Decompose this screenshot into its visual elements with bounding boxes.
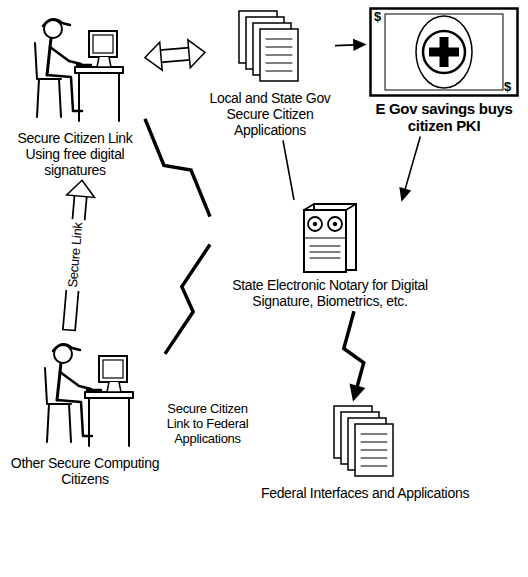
bill-border [371, 9, 518, 96]
leg [57, 400, 92, 436]
server-icon [300, 202, 360, 274]
hollow-arrow [62, 180, 95, 330]
leg [47, 75, 82, 111]
hollow-arrow [145, 40, 205, 70]
screen [103, 360, 123, 378]
arrow-line [400, 137, 420, 201]
lightning-link [344, 311, 364, 400]
document-page [260, 29, 298, 81]
arrowhead [400, 188, 410, 200]
arrow-shaft-outline [160, 54, 190, 57]
document-page [355, 424, 393, 476]
docs-icon [330, 402, 400, 482]
desk [85, 392, 133, 398]
document-line [361, 434, 387, 435]
monitor [89, 31, 117, 57]
desk-legs [79, 73, 119, 121]
torso [47, 38, 51, 75]
desk [75, 67, 123, 73]
monitor-stand [107, 382, 121, 392]
citizen-icon [35, 332, 135, 452]
savings-bill: $$E Gov savings buys citizen PKI [365, 5, 523, 137]
citizen-drawing [35, 332, 135, 452]
document-line [361, 466, 387, 467]
arrow-line [335, 40, 365, 50]
document-line [361, 458, 387, 459]
cap [53, 344, 80, 351]
lightning-link [145, 119, 210, 217]
plus-bar [430, 49, 458, 56]
federal-application-stack: Federal Interfaces and Applications [250, 400, 480, 503]
lightning-bolt [165, 244, 210, 353]
document-line [266, 47, 292, 48]
node-label: Local and State Gov Secure Citizen Appli… [207, 90, 333, 138]
arrowhead [350, 385, 364, 400]
document-line [361, 442, 387, 443]
node-label: Other Secure Computing Citizens [7, 455, 163, 487]
currency-symbol: $ [504, 80, 511, 93]
tape-reel [308, 217, 322, 231]
screen [93, 35, 113, 53]
bill-oval [416, 16, 472, 88]
node-label: Secure Citizen Link Using free digital s… [7, 130, 143, 178]
cabinet-panel [304, 238, 346, 258]
notary-server: State Electronic Notary for Digital Sign… [210, 200, 450, 311]
desk-legs [89, 398, 129, 446]
docs-icon [235, 7, 305, 87]
arrowhead [354, 40, 365, 50]
node-label: E Gov savings buys citizen PKI [367, 100, 521, 135]
document-line [266, 55, 292, 56]
lightning-bolt [344, 311, 364, 387]
bill-icon: $$ [369, 7, 519, 97]
application-stack: Local and State Gov Secure Citizen Appli… [205, 5, 335, 140]
monitor [99, 356, 127, 382]
plus-circle [423, 31, 465, 73]
arrowhead [67, 180, 95, 197]
docs-drawing [235, 7, 305, 87]
arrow-shaft-fill [160, 54, 190, 57]
docs-drawing [330, 402, 400, 482]
tape-reel [328, 217, 342, 231]
bill-drawing [369, 7, 519, 97]
node-label: Federal Interfaces and Applications [252, 485, 478, 501]
arm [60, 372, 91, 389]
arrowhead [145, 42, 162, 70]
node-label: State Electronic Notary for Digital Sign… [212, 277, 448, 309]
citizen-icon [25, 7, 125, 127]
citizen-workstation: Other Secure Computing Citizens [5, 330, 165, 489]
connector-line [335, 44, 355, 46]
currency-symbol: $ [374, 10, 381, 23]
reel-hub [313, 222, 317, 226]
bill-inner [385, 14, 503, 90]
document-line [266, 71, 292, 72]
server-drawing [300, 202, 360, 274]
connector-line [283, 140, 294, 200]
arm [50, 47, 81, 64]
lightning-link [165, 244, 210, 353]
connector-line [405, 137, 421, 191]
arrowhead [188, 40, 205, 68]
citizen-workstation: Secure Citizen Link Using free digital s… [5, 5, 145, 180]
edge-label: Secure Link [64, 219, 87, 292]
cap [43, 19, 70, 26]
torso [57, 363, 61, 400]
document-line [361, 450, 387, 451]
edge-label: Secure Citizen Link to Federal Applicati… [156, 401, 260, 448]
arrow-tail [62, 329, 76, 330]
arrow-line [283, 140, 294, 200]
reel-hub [333, 222, 337, 226]
document-line [266, 39, 292, 40]
cabinet-front [304, 210, 346, 272]
document-line [266, 63, 292, 64]
monitor-stand [97, 57, 111, 67]
citizen-drawing [25, 7, 125, 127]
lightning-bolt [145, 119, 210, 217]
